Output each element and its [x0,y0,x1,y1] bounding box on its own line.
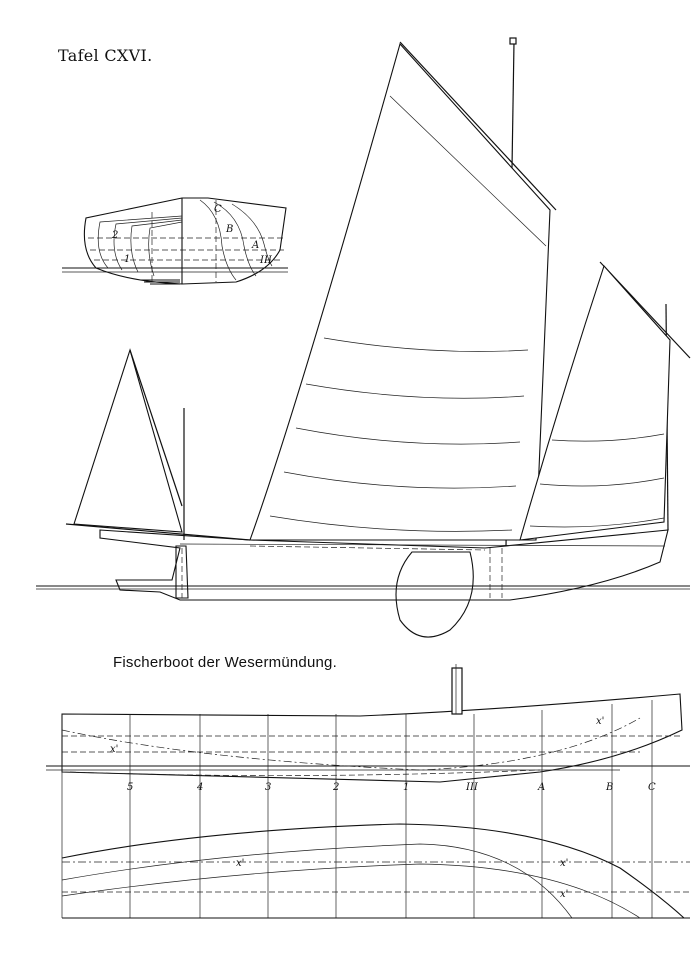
leeboard [395,551,474,638]
main-sail-seam [269,515,513,532]
main-sail-seam [305,383,525,399]
mizzen-sprit [129,349,183,507]
waterline-label: x' [110,744,118,755]
waterline-label: x' [596,716,604,727]
section-line [130,219,183,273]
station-label: 5 [127,782,133,793]
rudder-post [175,545,189,599]
half-breadth-waterline [61,863,641,919]
hull-rubbing-strake [249,545,486,551]
mast-stub [451,667,463,715]
waterline-label: x' [236,858,244,869]
section-line [213,201,257,277]
main-sail-seam [283,471,517,489]
hull-sheer-line [179,543,666,547]
waterline-label: x' [560,858,568,869]
sail-plan [36,37,691,638]
body-plan-label: B [225,224,233,235]
station-label: B [605,782,613,793]
tiller-boom [65,523,251,541]
body-plan-label: A [251,240,259,251]
main-mast-truck [509,37,517,45]
main-sail [249,42,551,541]
main-sail-seam [295,427,521,445]
half-breadth-sheer [61,823,685,919]
fore-sail-seam [539,477,665,487]
waterline-label: x' [560,889,568,900]
section-line [199,199,237,281]
main-sprit [399,41,557,211]
fore-sail [519,264,671,541]
lines-plan: 5 4 3 2 1 III A B C x' x' x' x' x' [46,664,690,919]
hull-profile [99,529,669,601]
main-sail-seam [389,95,547,247]
mizzen-sail [73,348,183,533]
station-label: 4 [196,782,203,793]
station-label: C [648,782,656,793]
main-sail-seam [323,337,529,352]
lines-plan-profile [61,693,683,783]
keel-hatching [140,279,180,285]
section-line [97,215,183,269]
body-plan-label: III [259,255,273,266]
section-line [113,217,183,271]
fore-sail-seam [551,433,665,442]
body-plan-label: 2 [111,230,118,241]
lines-plan-buttock [61,717,641,771]
fore-sail-seam [529,517,665,528]
section-line [148,221,183,277]
body-plan-label: C [214,204,222,215]
plate-caption: Fischerboot der Wesermündung. [113,654,337,671]
station-label: A [537,782,545,793]
body-plan-label: 1 [124,254,130,265]
plate-title: Tafel CXVI. [58,46,153,65]
lines-plan-rabbet [69,769,541,776]
station-label: III [465,782,479,793]
body-plan-outline [83,197,287,285]
body-plan: C B A III 2 1 [62,197,288,285]
station-label: 1 [403,782,409,793]
station-label: 3 [265,782,271,793]
station-lines [61,700,653,918]
section-line [231,203,273,267]
half-breadth-waterline [61,843,573,919]
station-label: 2 [332,782,339,793]
